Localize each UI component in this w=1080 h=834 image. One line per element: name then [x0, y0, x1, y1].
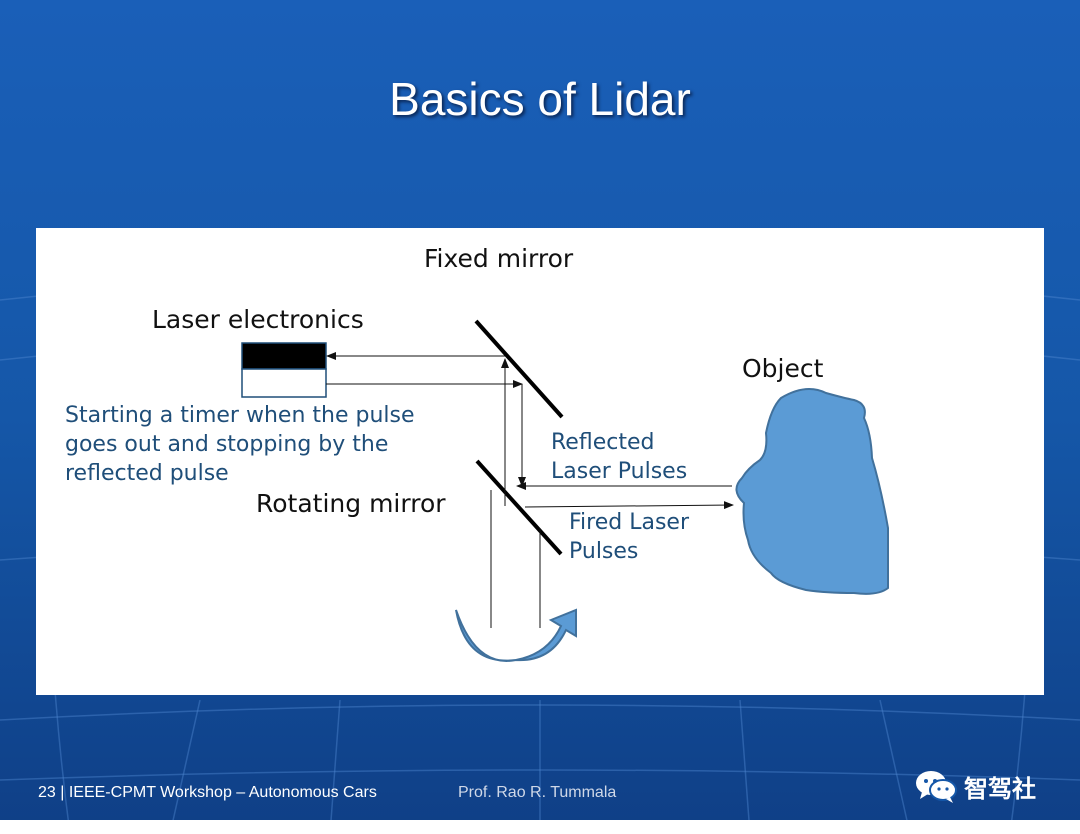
reflected-pulses-label: Reflected Laser Pulses: [551, 430, 688, 484]
footer-slide-info: 23 | IEEE-CPMT Workshop – Autonomous Car…: [38, 784, 377, 801]
rotation-arrow: [455, 608, 577, 662]
slide-title: Basics of Lidar: [389, 73, 691, 125]
footer-presenter: Prof. Rao R. Tummala: [458, 784, 617, 801]
rotating-mirror: [475, 459, 563, 556]
wechat-icon: [916, 771, 957, 803]
laser-electronics-label: Laser electronics: [152, 305, 364, 334]
laser-electronics-box-top: [241, 342, 327, 370]
laser-electronics-box-bottom: [241, 368, 327, 398]
object-shape: [735, 388, 889, 595]
rotating-mirror-label: Rotating mirror: [256, 489, 446, 518]
lidar-diagram: [241, 319, 889, 662]
watermark: 智驾社: [914, 766, 1036, 806]
object-label: Object: [742, 354, 824, 383]
timer-note: Starting a timer when the pulse goes out…: [65, 403, 415, 486]
fired-pulses-label: Fired Laser Pulses: [569, 510, 690, 564]
fired-beam: [524, 501, 734, 510]
fixed-mirror: [474, 319, 564, 419]
fixed-mirror-label: Fixed mirror: [424, 244, 574, 273]
watermark-text: 智驾社: [964, 774, 1036, 803]
lidar-diagram-panel: Fixed mirror Laser electronics Object Ro…: [36, 228, 1044, 695]
